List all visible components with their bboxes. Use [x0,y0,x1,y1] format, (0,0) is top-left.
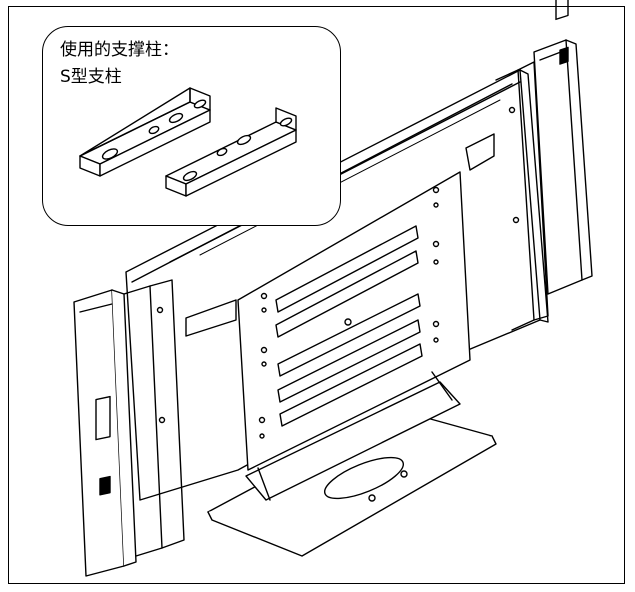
handle [465,133,495,171]
stand-neck [245,381,461,501]
vent-slot [279,343,423,427]
support-post-drawing [79,87,297,197]
vent-slot [275,225,419,313]
mounting-plate [237,171,471,471]
vent-slot [277,319,421,403]
handle [185,299,237,337]
vent-slot [277,293,421,377]
s-type-support-post-icon [165,107,297,197]
callout-subtitle: S型支柱 [60,67,122,87]
right-speaker [533,39,583,295]
s-type-support-post-icon [79,87,211,177]
vent-slot [275,250,419,338]
callout-title: 使用的支撑柱： [60,40,179,60]
